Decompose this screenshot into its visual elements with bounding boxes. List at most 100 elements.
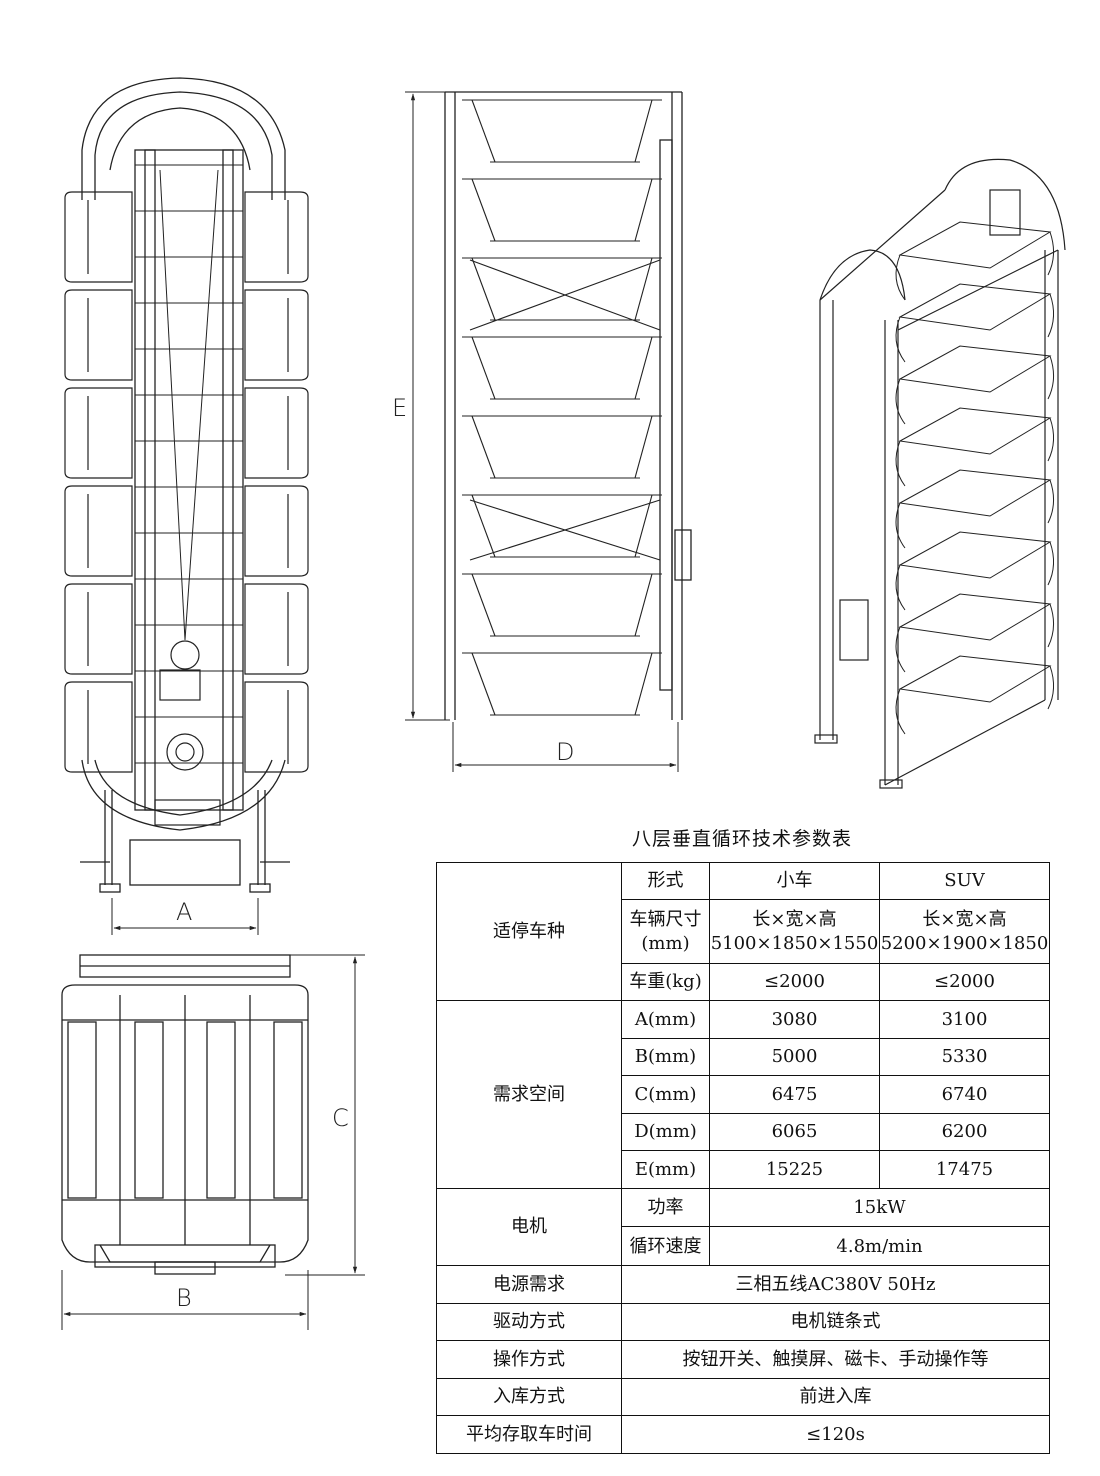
size-suv-line-2: 5200×1900×1850 <box>880 932 1049 954</box>
dimension-label-e: E <box>392 394 408 422</box>
iso-pallet <box>898 407 1052 455</box>
table-row: B(mm) 5000 5330 <box>437 1037 1050 1077</box>
pallet-right <box>244 191 309 283</box>
space-small-b: 5000 <box>709 1037 880 1077</box>
speed-value: 4.8m/min <box>709 1226 1050 1266</box>
dimension-label-c: C <box>332 1104 349 1132</box>
shelf-hanger <box>471 257 496 321</box>
table-row: E(mm) 15225 17475 <box>437 1150 1050 1189</box>
iso-pallet-hanger <box>895 316 906 363</box>
shelf-hanger <box>471 178 496 242</box>
table-row: 入库方式 前进入库 <box>436 1377 1050 1417</box>
isometric-view-pallets <box>895 221 1054 735</box>
iso-pallet <box>898 469 1052 517</box>
iso-pallet-hanger <box>895 440 906 487</box>
table-row: 操作方式 按钮开关、触摸屏、磁卡、手动操作等 <box>436 1340 1050 1379</box>
shelf-hanger <box>634 573 653 637</box>
row-label-space: 需求空间 <box>436 1000 622 1189</box>
operation-value: 按钮开关、触摸屏、磁卡、手动操作等 <box>621 1340 1050 1379</box>
spec-table: 适停车种 形式 小车 SUV 车辆尺寸 (mm) 长×宽×高 5100×1850… <box>436 862 1050 1454</box>
space-suv-d: 6200 <box>879 1112 1050 1152</box>
pallet-right <box>244 289 309 381</box>
shelf-hanger <box>634 99 653 163</box>
table-row: 平均存取车时间 ≤120s <box>436 1415 1050 1454</box>
shelf-hanger <box>471 99 496 163</box>
iso-pallet-hanger <box>895 378 906 425</box>
side-view-shelves <box>462 99 662 716</box>
iso-pallet-hanger <box>1047 417 1054 462</box>
header-form: 形式 <box>621 862 710 900</box>
iso-pallet-hanger <box>895 626 906 673</box>
space-suv-b: 5330 <box>879 1037 1050 1077</box>
iso-pallet <box>898 345 1052 393</box>
column-brace <box>184 169 219 641</box>
space-small-d: 6065 <box>709 1112 880 1152</box>
table-row: 电机 功率 15kW <box>436 1187 1050 1266</box>
pallet-left <box>64 485 133 577</box>
table-row: 循环速度 4.8m/min <box>437 1226 1050 1266</box>
row-label-motor: 电机 <box>436 1187 622 1266</box>
weight-label: 车重(kg) <box>621 963 710 1001</box>
pallet-right <box>244 387 309 479</box>
drive-value: 电机链条式 <box>621 1302 1050 1342</box>
pallet-right <box>244 681 309 773</box>
table-row: 需求空间 A(mm) 3080 3100 <box>436 1000 1050 1189</box>
space-label-d: D(mm) <box>621 1112 710 1152</box>
weight-suv: ≤2000 <box>879 963 1050 1001</box>
space-suv-a: 3100 <box>879 1000 1050 1039</box>
table-row: 适停车种 形式 小车 SUV <box>436 862 1050 1001</box>
shelf-hanger <box>634 257 653 321</box>
row-label-power-supply: 电源需求 <box>436 1264 622 1304</box>
header-suv: SUV <box>879 862 1050 900</box>
front-view-motor <box>154 640 221 826</box>
pallet-right <box>244 485 309 577</box>
space-label-b: B(mm) <box>621 1037 710 1077</box>
dimension-label-b: B <box>176 1284 192 1312</box>
pallet-left <box>64 289 133 381</box>
shelf-hanger <box>634 652 653 716</box>
pallet-left <box>64 191 133 283</box>
shelf-hanger <box>634 494 653 558</box>
iso-pallet <box>898 655 1052 703</box>
iso-pallet-hanger <box>895 564 906 611</box>
header-small-car: 小车 <box>709 862 880 900</box>
column-brace <box>159 169 186 641</box>
space-label-e: E(mm) <box>621 1150 710 1189</box>
table-row: 车辆尺寸 (mm) 长×宽×高 5100×1850×1550 长×宽×高 520… <box>437 899 1050 964</box>
pallet-left <box>64 583 133 675</box>
size-label-line-1: 车辆尺寸 <box>629 909 702 931</box>
size-small-car: 长×宽×高 5100×1850×1550 <box>709 899 880 964</box>
cross-brace <box>469 499 661 561</box>
pallet-right <box>244 583 309 675</box>
shelf-hanger <box>634 336 653 400</box>
dimension-line-d <box>452 722 679 772</box>
row-label-avg-time: 平均存取车时间 <box>436 1415 622 1454</box>
row-label-entry: 入库方式 <box>436 1377 622 1417</box>
isometric-view-drawing <box>814 158 1066 789</box>
front-view-pallets <box>64 191 309 773</box>
dimension-line-a <box>111 898 259 935</box>
space-label-a: A(mm) <box>621 1000 710 1039</box>
iso-pallet-hanger <box>895 688 906 735</box>
power-supply-value: 三相五线AC380V 50Hz <box>621 1264 1050 1304</box>
space-small-e: 15225 <box>709 1150 880 1189</box>
power-value: 15kW <box>709 1187 1050 1228</box>
iso-pallet-hanger <box>1047 479 1054 524</box>
table-row: 车重(kg) ≤2000 ≤2000 <box>437 963 1050 1001</box>
shelf-hanger <box>634 178 653 242</box>
speed-label: 循环速度 <box>621 1226 710 1266</box>
space-suv-e: 17475 <box>879 1150 1050 1189</box>
size-label-line-2: (mm) <box>641 932 690 954</box>
dimension-line-b <box>61 1270 309 1330</box>
iso-pallet-hanger <box>1047 603 1054 648</box>
power-label: 功率 <box>621 1187 710 1228</box>
iso-pallet-hanger <box>1047 665 1054 710</box>
space-small-a: 3080 <box>709 1000 880 1039</box>
plan-view-drawing <box>61 954 309 1275</box>
size-small-line-2: 5100×1850×1550 <box>710 932 879 954</box>
space-suv-c: 6740 <box>879 1075 1050 1114</box>
iso-pallet-hanger <box>1047 541 1054 586</box>
shelf-hanger <box>471 652 496 716</box>
iso-pallet <box>898 593 1052 641</box>
